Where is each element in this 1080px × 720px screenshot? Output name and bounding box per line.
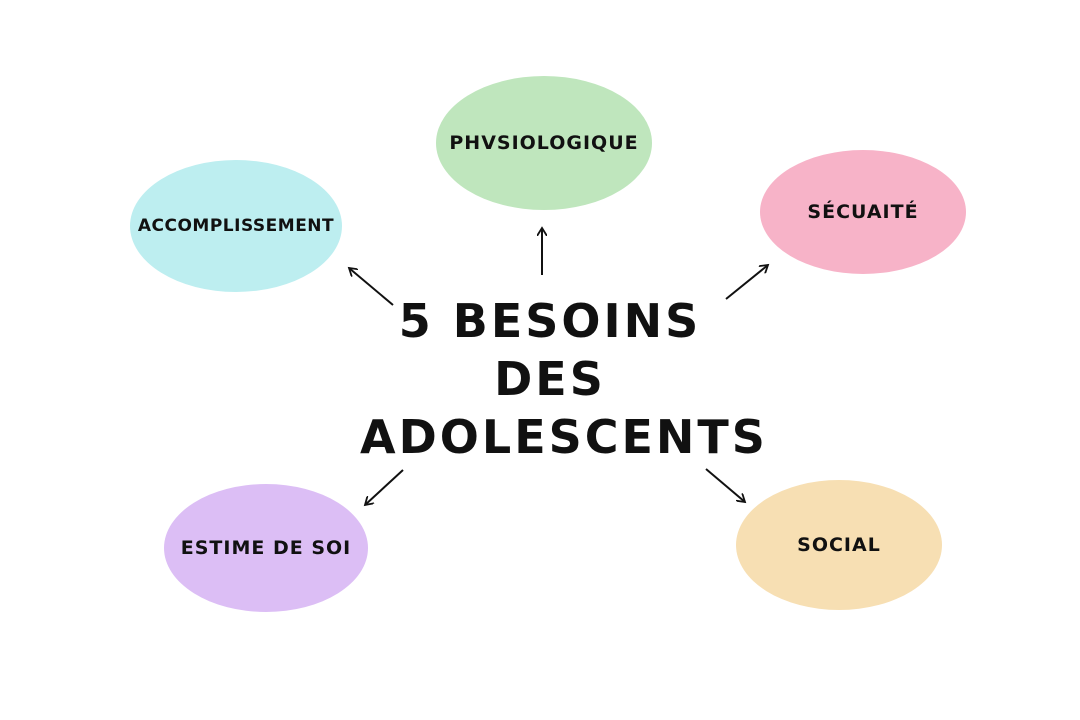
node-label-social: SOCIAL (797, 534, 881, 556)
node-accomplissement: ACCOMPLISSEMENT (130, 160, 342, 292)
central-title-line-3: ADOLESCENTS (360, 410, 768, 464)
node-label-accomplissement: ACCOMPLISSEMENT (137, 216, 335, 236)
central-title-line-1: 5 BESOINS (398, 294, 702, 348)
central-title: 5 BESOINS DES ADOLESCENTS (360, 292, 768, 466)
node-estime-de-soi: ESTIME DE SOI (164, 484, 368, 612)
central-title-line-2: DES (494, 352, 606, 406)
node-social: SOCIAL (736, 480, 942, 610)
node-label-physiologique: PHVSIOLOGIQUE (449, 132, 639, 154)
arrow-to-social (705, 468, 745, 502)
node-label-estime-de-soi: ESTIME DE SOI (180, 537, 352, 559)
arrow-to-estime (365, 469, 404, 505)
node-label-securite: SÉCUAITÉ (807, 201, 919, 223)
node-physiologique: PHVSIOLOGIQUE (436, 76, 652, 210)
node-securite: SÉCUAITÉ (760, 150, 966, 274)
